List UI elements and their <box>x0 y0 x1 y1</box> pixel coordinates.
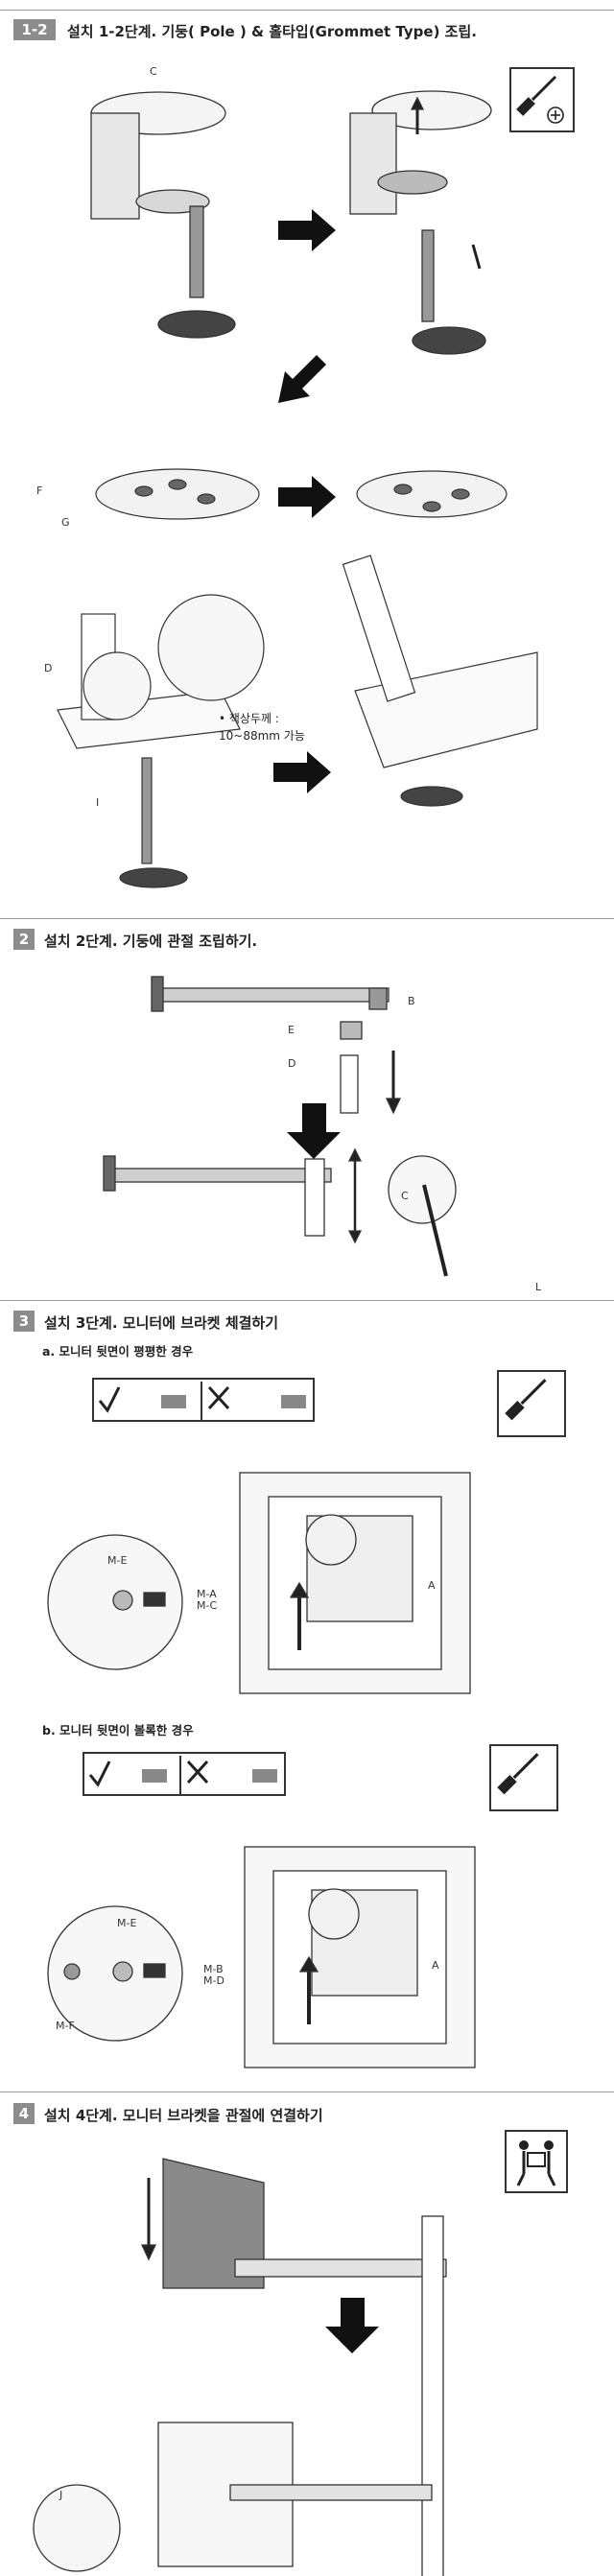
tool-box-3b <box>489 1744 558 1811</box>
subtitle-a: a. 모니터 뒷면이 평평한 경우 <box>42 1344 194 1359</box>
label-mb: M-B <box>203 1963 224 1975</box>
section-badge-3: 3 <box>13 1311 35 1332</box>
section-badge-1-2: 1-2 <box>13 19 56 40</box>
bracket-curved-figure <box>47 1846 476 2068</box>
label-b: B <box>408 995 415 1007</box>
check-icon <box>88 1761 111 1787</box>
arrow-right-1 <box>278 209 336 251</box>
label-mf: M-F <box>56 2020 75 2032</box>
top-divider <box>0 10 614 11</box>
label-d2: D <box>288 1057 296 1070</box>
arrow-down-2 <box>287 1103 341 1159</box>
correct-wrong-box-a <box>92 1378 315 1422</box>
label-me2: M-E <box>117 1917 137 1929</box>
clamp-right <box>349 90 492 355</box>
label-c: C <box>150 65 157 78</box>
label-e: E <box>288 1024 295 1036</box>
section-title-1-2: 설치 1-2단계. 기둥( Pole ) & 홀타입(Grommet Type)… <box>67 23 477 40</box>
desk-figure <box>57 555 538 888</box>
cross-icon <box>207 1385 230 1410</box>
label-mc: M-C <box>197 1599 218 1612</box>
label-j: J <box>59 2489 63 2501</box>
tool-box-3a <box>497 1370 566 1437</box>
screwdriver-icon <box>516 75 557 116</box>
screwdriver-icon <box>497 1753 539 1795</box>
label-c2: C <box>401 1190 409 1202</box>
two-person-lift-icon <box>516 2140 556 2186</box>
section-title-4: 설치 4단계. 모니터 브라켓을 관절에 연결하기 <box>44 2107 323 2124</box>
label-a: A <box>428 1579 436 1592</box>
arrow-down-4 <box>325 2298 379 2353</box>
plus-circle-icon <box>547 106 564 124</box>
label-i: I <box>96 796 100 809</box>
clamp-assembly-figure <box>57 90 538 888</box>
subtitle-b: b. 모니터 뒷면이 볼록한 경우 <box>42 1723 194 1737</box>
arm-pole-figure <box>103 976 457 1277</box>
section-title-2: 설치 2단계. 기둥에 관절 조립하기. <box>44 933 258 950</box>
label-d: D <box>44 662 53 674</box>
monitor-attach-figure <box>33 2158 447 2576</box>
arrow-diag <box>278 355 326 403</box>
plates-row <box>95 468 508 520</box>
section-badge-4: 4 <box>13 2103 35 2124</box>
arrow-right-2 <box>278 476 336 518</box>
desk-thickness-label: • 책상두께 : <box>219 712 279 725</box>
section-badge-2: 2 <box>13 929 35 950</box>
correct-wrong-box-b <box>83 1752 286 1796</box>
label-g: G <box>61 516 70 529</box>
section-title-3: 설치 3단계. 모니터에 브라켓 체결하기 <box>44 1314 279 1332</box>
divider-3 <box>0 1300 614 1301</box>
desk-thickness-note: • 책상두께 : 10~88mm 가능 <box>219 710 305 744</box>
cross-icon <box>186 1760 209 1784</box>
arrow-right-3 <box>273 751 331 793</box>
label-me: M-E <box>107 1554 128 1567</box>
label-ma: M-A <box>197 1588 217 1600</box>
two-person-box <box>505 2130 568 2193</box>
check-icon <box>98 1386 121 1413</box>
divider-2 <box>0 918 614 919</box>
tool-box-1 <box>509 67 575 132</box>
clamp-left <box>90 91 236 339</box>
label-l: L <box>535 1281 542 1293</box>
label-a2: A <box>432 1959 439 1972</box>
label-md: M-D <box>203 1974 224 1987</box>
bracket-flat-figure <box>47 1472 471 1694</box>
screwdriver-icon <box>505 1379 547 1421</box>
label-f: F <box>36 484 43 497</box>
desk-thickness-value: 10~88mm 가능 <box>219 729 305 743</box>
